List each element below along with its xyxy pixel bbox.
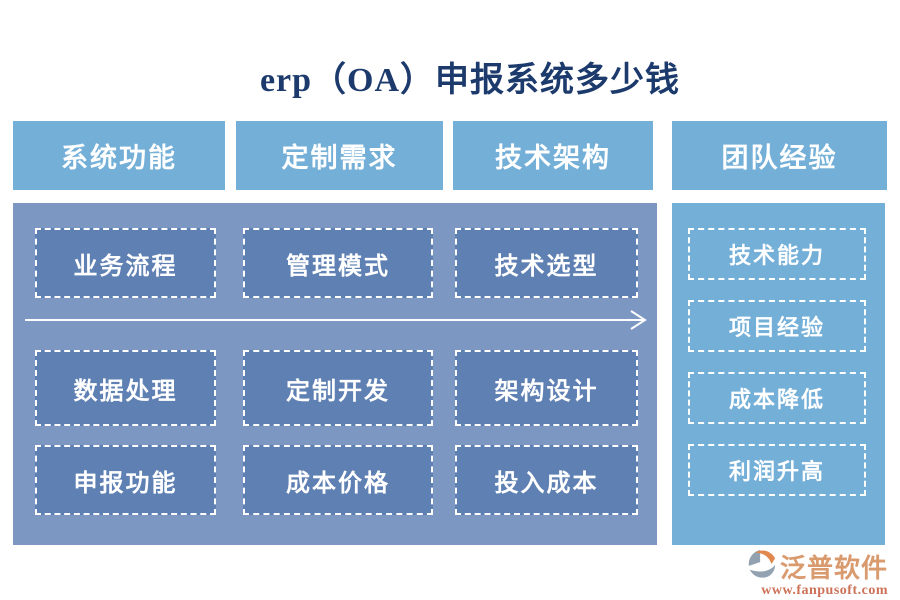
flow-arrow-icon (25, 308, 649, 332)
box-cost-price: 成本价格 (243, 445, 433, 515)
header-system-functions: 系统功能 (13, 121, 225, 190)
box-tech-selection: 技术选型 (455, 228, 638, 298)
box-project-experience: 项目经验 (688, 300, 866, 352)
box-declaration-function: 申报功能 (35, 445, 216, 515)
box-custom-development: 定制开发 (243, 350, 433, 426)
box-architecture-design: 架构设计 (455, 350, 638, 426)
box-profit-increase: 利润升高 (688, 444, 866, 496)
box-cost-reduction: 成本降低 (688, 372, 866, 424)
header-tech-architecture: 技术架构 (453, 121, 653, 190)
brand-logo-icon (747, 549, 777, 584)
box-management-mode: 管理模式 (243, 228, 433, 298)
brand-url: www.fanpusoft.com (761, 583, 888, 598)
box-technical-ability: 技术能力 (688, 228, 866, 280)
brand-footer: 泛普软件 www.fanpusoft.com (747, 548, 888, 599)
main-panel: 业务流程 管理模式 技术选型 数据处理 定制开发 架构设计 申报功能 成本价格 … (13, 203, 657, 545)
box-business-process: 业务流程 (35, 228, 216, 298)
header-custom-requirements: 定制需求 (236, 121, 443, 190)
page-title: erp（OA）申报系统多少钱 (259, 62, 681, 99)
right-panel: 技术能力 项目经验 成本降低 利润升高 (672, 203, 885, 545)
box-investment-cost: 投入成本 (455, 445, 638, 515)
header-team-experience: 团队经验 (672, 121, 887, 190)
box-data-processing: 数据处理 (35, 350, 216, 426)
brand-name: 泛普软件 (779, 554, 888, 583)
